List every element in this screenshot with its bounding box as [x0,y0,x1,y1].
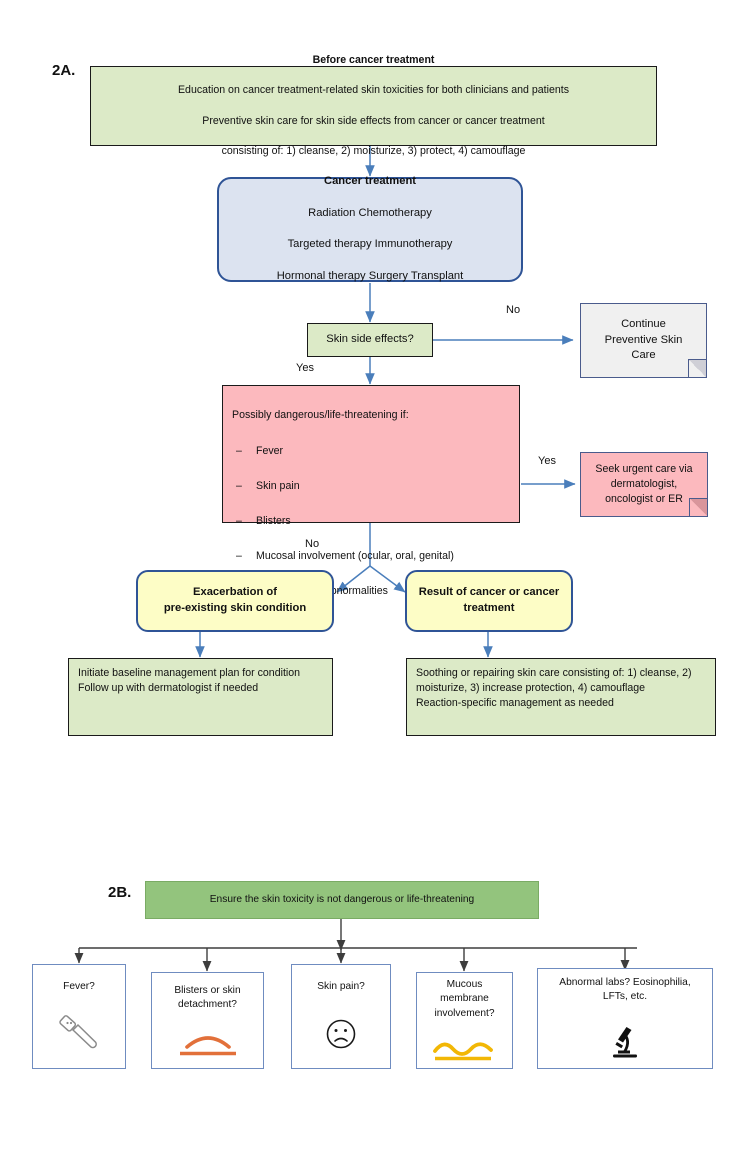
soothing-skin-care-box: Soothing or repairing skin care consisti… [406,658,716,736]
blister-icon [179,1036,236,1056]
symptom-card-label: Fever? [63,981,95,993]
list-item: – Mucosal involvement (ocular, oral, geni… [236,549,510,564]
cancer-treatment-line2: Targeted therapy Immunotherapy [287,238,453,251]
panel-a-label: 2A. [52,62,76,79]
cancer-treatment-line3: Hormonal therapy Surgery Transplant [276,270,464,283]
sad-face-icon [326,1019,356,1049]
danger-item-label: Blisters [256,514,291,527]
initiate-baseline-box: Initiate baseline management plan for co… [68,658,333,736]
page-fold-icon [689,498,707,516]
before-treatment-line2: Preventive skin care for skin side effec… [202,114,545,127]
danger-item-label: Fever [256,444,284,457]
wavy-membrane-icon [432,1042,493,1061]
symptom-card-label: Mucous membrane involvement? [434,978,495,1019]
panel-b-header-box: Ensure the skin toxicity is not dangerou… [145,881,539,919]
exacerbation-label: Exacerbation of pre-existing skin condit… [163,586,307,614]
edge-label-no-danger: No [305,538,320,550]
soothing-skin-care-label: Soothing or repairing skin care consisti… [416,667,692,710]
microscope-icon [613,1027,637,1058]
skin-side-effects-label: Skin side effects? [326,333,414,346]
edge-label-yes-side-effects: Yes [296,362,314,374]
danger-heading: Possibly dangerous/life-threatening if: [232,409,409,422]
symptom-card-abnormal-labs: Abnormal labs? Eosinophilia, LFTs, etc. [537,968,713,1069]
symptom-card-fever: Fever? [32,964,126,1069]
edge-label-no-side-effects: No [506,304,521,316]
bullet-dash-icon: – [236,514,242,527]
list-item: – Blisters [236,514,510,529]
result-of-cancer-label: Result of cancer or cancer treatment [418,586,560,614]
page-fold-icon [688,359,706,377]
skin-side-effects-decision: Skin side effects? [307,323,433,357]
continue-preventive-care-label: Continue Preventive Skin Care [604,317,683,362]
edge-label-yes-danger: Yes [538,455,556,467]
panel-b-label: 2B. [108,884,132,901]
list-item: – Fever [236,444,510,459]
before-treatment-title: Before cancer treatment [312,54,435,67]
symptom-card-mucous-membrane: Mucous membrane involvement? [416,972,513,1069]
list-item: – Skin pain [236,479,510,494]
cancer-treatment-line1: Radiation Chemotherapy [308,206,432,219]
panel-b-header-label: Ensure the skin toxicity is not dangerou… [209,893,475,905]
before-cancer-treatment-box: Before cancer treatment Education on can… [90,54,657,157]
symptom-card-label: Blisters or skin detachment? [174,984,241,1011]
exacerbation-box: Exacerbation of pre-existing skin condit… [136,570,334,632]
continue-preventive-care-note: Continue Preventive Skin Care [580,303,707,378]
bullet-dash-icon: – [236,444,242,457]
bullet-dash-icon: – [236,479,242,492]
result-of-cancer-box: Result of cancer or cancer treatment [405,570,573,632]
possibly-dangerous-box: Possibly dangerous/life-threatening if: … [222,385,520,597]
symptom-card-label: Abnormal labs? Eosinophilia, LFTs, etc. [559,976,691,1003]
symptom-card-blisters: Blisters or skin detachment? [151,972,264,1069]
bullet-dash-icon: – [236,549,242,562]
seek-urgent-care-note: Seek urgent care via dermatologist, onco… [580,452,708,517]
initiate-baseline-label: Initiate baseline management plan for co… [78,667,301,695]
thermometer-icon [59,1015,97,1049]
symptom-card-skin-pain: Skin pain? [291,964,391,1069]
danger-item-label: Skin pain [256,479,300,492]
cancer-treatment-box: Cancer treatment Radiation Chemotherapy … [217,174,523,283]
symptom-card-label: Skin pain? [317,981,365,993]
danger-item-label: Mucosal involvement (ocular, oral, genit… [256,549,454,562]
seek-urgent-care-label: Seek urgent care via dermatologist, onco… [595,462,693,506]
before-treatment-line3: consisting of: 1) cleanse, 2) moisturize… [221,144,526,157]
cancer-treatment-title: Cancer treatment [323,174,417,187]
before-treatment-line1: Education on cancer treatment-related sk… [177,84,569,97]
